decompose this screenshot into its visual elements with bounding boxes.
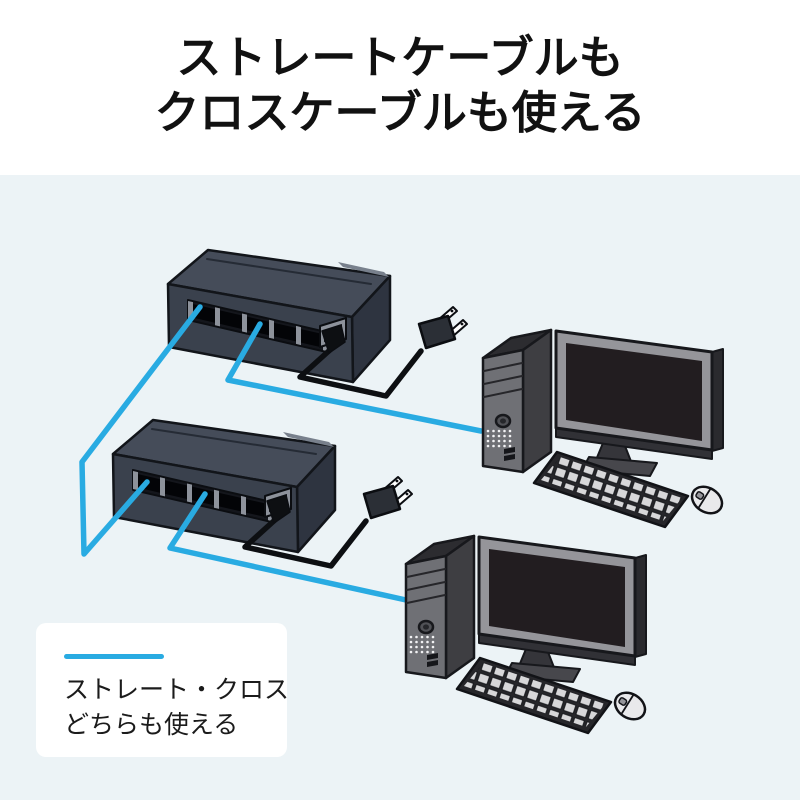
legend-text-line-1: ストレート・クロス bbox=[64, 676, 290, 704]
monitor-screen bbox=[566, 343, 702, 441]
lan-cable-switch1-to-computer1 bbox=[225, 321, 484, 434]
lan-ports bbox=[193, 304, 323, 348]
plug-head bbox=[417, 314, 457, 350]
title-line-2: クロスケーブルも使える bbox=[154, 87, 646, 138]
tower-drive-bays bbox=[483, 362, 523, 398]
lan-cable-switch1-to-switch2 bbox=[79, 304, 203, 557]
lan-cable-switch2-to-computer2 bbox=[167, 491, 409, 603]
page-title: ストレートケーブルも クロスケーブルも使える bbox=[0, 30, 800, 140]
tower-usb-ports bbox=[504, 447, 515, 461]
legend-card: ストレート・クロス どちらも使える bbox=[36, 623, 289, 757]
switch-lid-seam bbox=[206, 258, 372, 285]
title-line-1: ストレートケーブルも bbox=[176, 32, 624, 83]
tower-front-face bbox=[481, 348, 525, 474]
mouse-wheel bbox=[695, 491, 705, 500]
keyboard-keys bbox=[541, 457, 682, 521]
switch-top-vent bbox=[338, 262, 389, 277]
lan-cable-legend-swatch bbox=[64, 654, 164, 659]
tower-side-face bbox=[521, 328, 553, 474]
tower-vent-dots bbox=[486, 429, 512, 448]
monitor-side-face bbox=[711, 348, 724, 452]
mouse-icon bbox=[690, 485, 724, 515]
power-connector bbox=[321, 324, 346, 354]
legend-text-line-2: どちらも使える bbox=[64, 711, 239, 739]
power-cable bbox=[297, 346, 424, 399]
power-plug-icon bbox=[417, 306, 468, 350]
legend-text: ストレート・クロス どちらも使える bbox=[64, 673, 289, 743]
desktop-computer-1-icon bbox=[481, 328, 724, 529]
